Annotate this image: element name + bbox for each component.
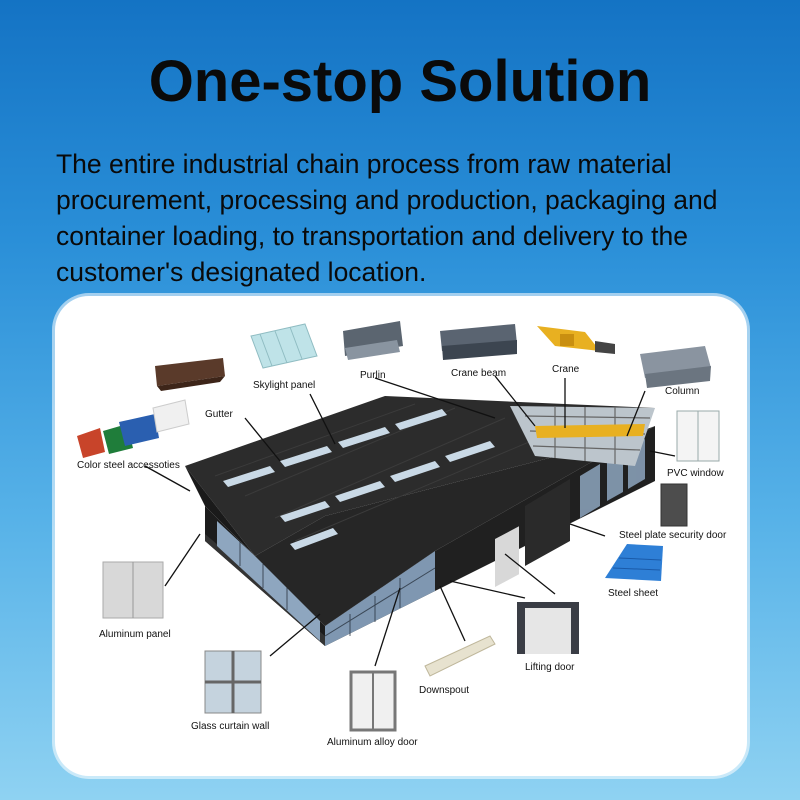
pvc-window-icon	[676, 410, 720, 462]
aluminum-panel-icon	[102, 561, 164, 619]
skylights	[223, 409, 495, 550]
label-color-steel-accessories: Color steel accessoties	[77, 460, 180, 471]
gutter-icon	[155, 358, 225, 391]
label-skylight-panel: Skylight panel	[253, 380, 316, 391]
label-downspout: Downspout	[419, 685, 470, 696]
label-steel-sheet: Steel sheet	[608, 588, 659, 599]
crane-in-building	[535, 424, 645, 438]
label-crane-beam: Crane beam	[451, 368, 507, 379]
label-purlin: Purlin	[360, 370, 386, 381]
label-crane: Crane	[552, 364, 580, 375]
label-lifting-door: Lifting door	[525, 662, 575, 673]
building	[185, 396, 655, 646]
skylight-panel-icon	[250, 323, 318, 369]
column-icon	[640, 346, 711, 388]
lifting-door-icon	[517, 602, 579, 654]
label-aluminum-panel: Aluminum panel	[99, 629, 171, 640]
color-steel-accessories-icon	[77, 399, 190, 458]
crane-icon	[537, 326, 615, 354]
building-diagram	[77, 321, 720, 732]
label-steel-plate-security-door: Steel plate security door	[619, 530, 727, 541]
label-column: Column	[665, 386, 700, 397]
crane-beam-icon	[440, 324, 517, 360]
label-gutter: Gutter	[205, 409, 233, 420]
glass-curtain-wall-icon	[204, 650, 262, 714]
lifting-door-opening	[495, 526, 519, 588]
label-aluminum-alloy-door: Aluminum alloy door	[327, 737, 418, 748]
glass-curtain-wall-left	[217, 521, 320, 641]
label-pvc-window: PVC window	[667, 468, 724, 479]
steel-sheet-icon	[605, 544, 663, 581]
page-title: One-stop Solution	[148, 49, 652, 114]
leader-lines	[144, 375, 676, 667]
page-subtitle: The entire industrial chain process from…	[56, 149, 718, 287]
glass-curtain-wall-right	[325, 551, 435, 646]
diagram-panel: Skylight panel Purlin Crane beam Crane C…	[55, 296, 747, 776]
aluminum-alloy-door-icon	[349, 670, 397, 732]
purlin-icon	[343, 321, 403, 360]
label-glass-curtain-wall: Glass curtain wall	[191, 721, 270, 732]
steel-plate-security-door-icon	[660, 483, 688, 527]
downspout-icon	[424, 635, 496, 677]
